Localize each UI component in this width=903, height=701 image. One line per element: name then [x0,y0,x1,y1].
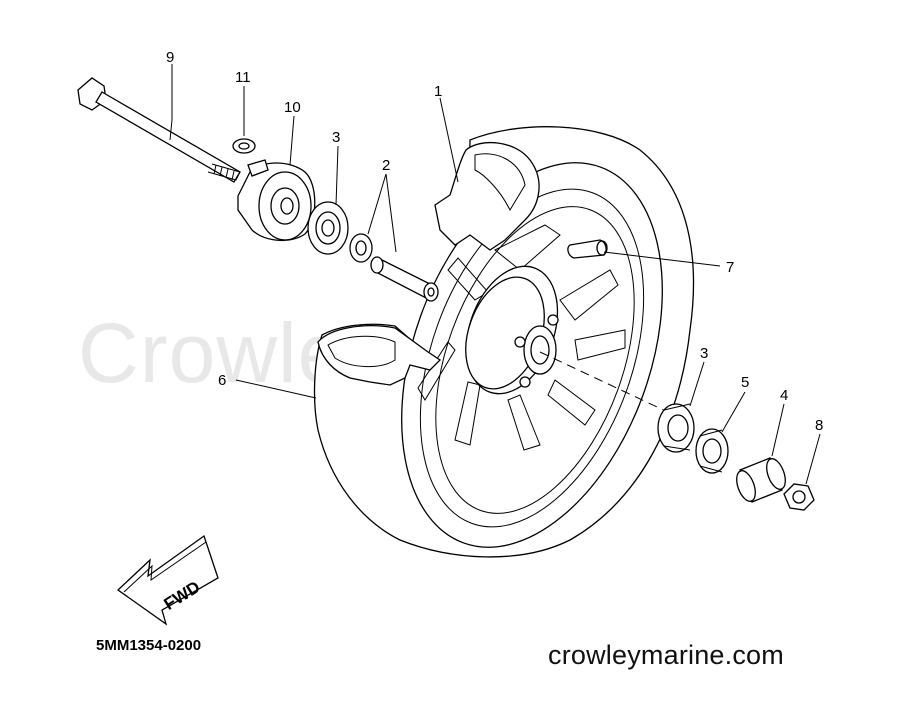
tire-section-left [317,325,442,386]
collar-left [370,256,439,302]
axle-shaft [77,77,241,183]
speedometer-gear-unit [237,159,316,241]
wheel-hub [465,265,559,395]
callout-11: 11 [235,69,251,86]
bearing-right [657,403,695,453]
oil-seal-left [349,233,373,263]
rim-lip [435,206,635,514]
callout-1: 1 [434,83,442,100]
callout-6: 6 [218,372,226,389]
website-url: crowleymarine.com [548,640,784,670]
leader-lines [169,64,821,485]
callout-9: 9 [166,49,174,66]
callout-4: 4 [780,387,788,404]
collar-right [736,457,786,503]
callout-3-left: 3 [332,129,340,146]
fwd-arrow-icon: FWD [116,534,219,626]
tire-section-top [434,141,540,251]
callout-5: 5 [741,374,749,391]
bearing-left [307,201,349,255]
callout-10: 10 [284,99,301,116]
callout-3-right: 3 [700,345,708,362]
callout-8: 8 [815,417,823,434]
oil-seal-right [695,428,729,474]
callout-7: 7 [726,259,734,276]
callout-2: 2 [382,157,390,174]
diagram-code: 5MM1354-0200 [96,637,201,654]
thrust-washer [232,138,256,154]
axle-nut [783,483,815,511]
wheel-spokes [417,224,626,451]
tire-wheel-assembly [313,126,695,558]
